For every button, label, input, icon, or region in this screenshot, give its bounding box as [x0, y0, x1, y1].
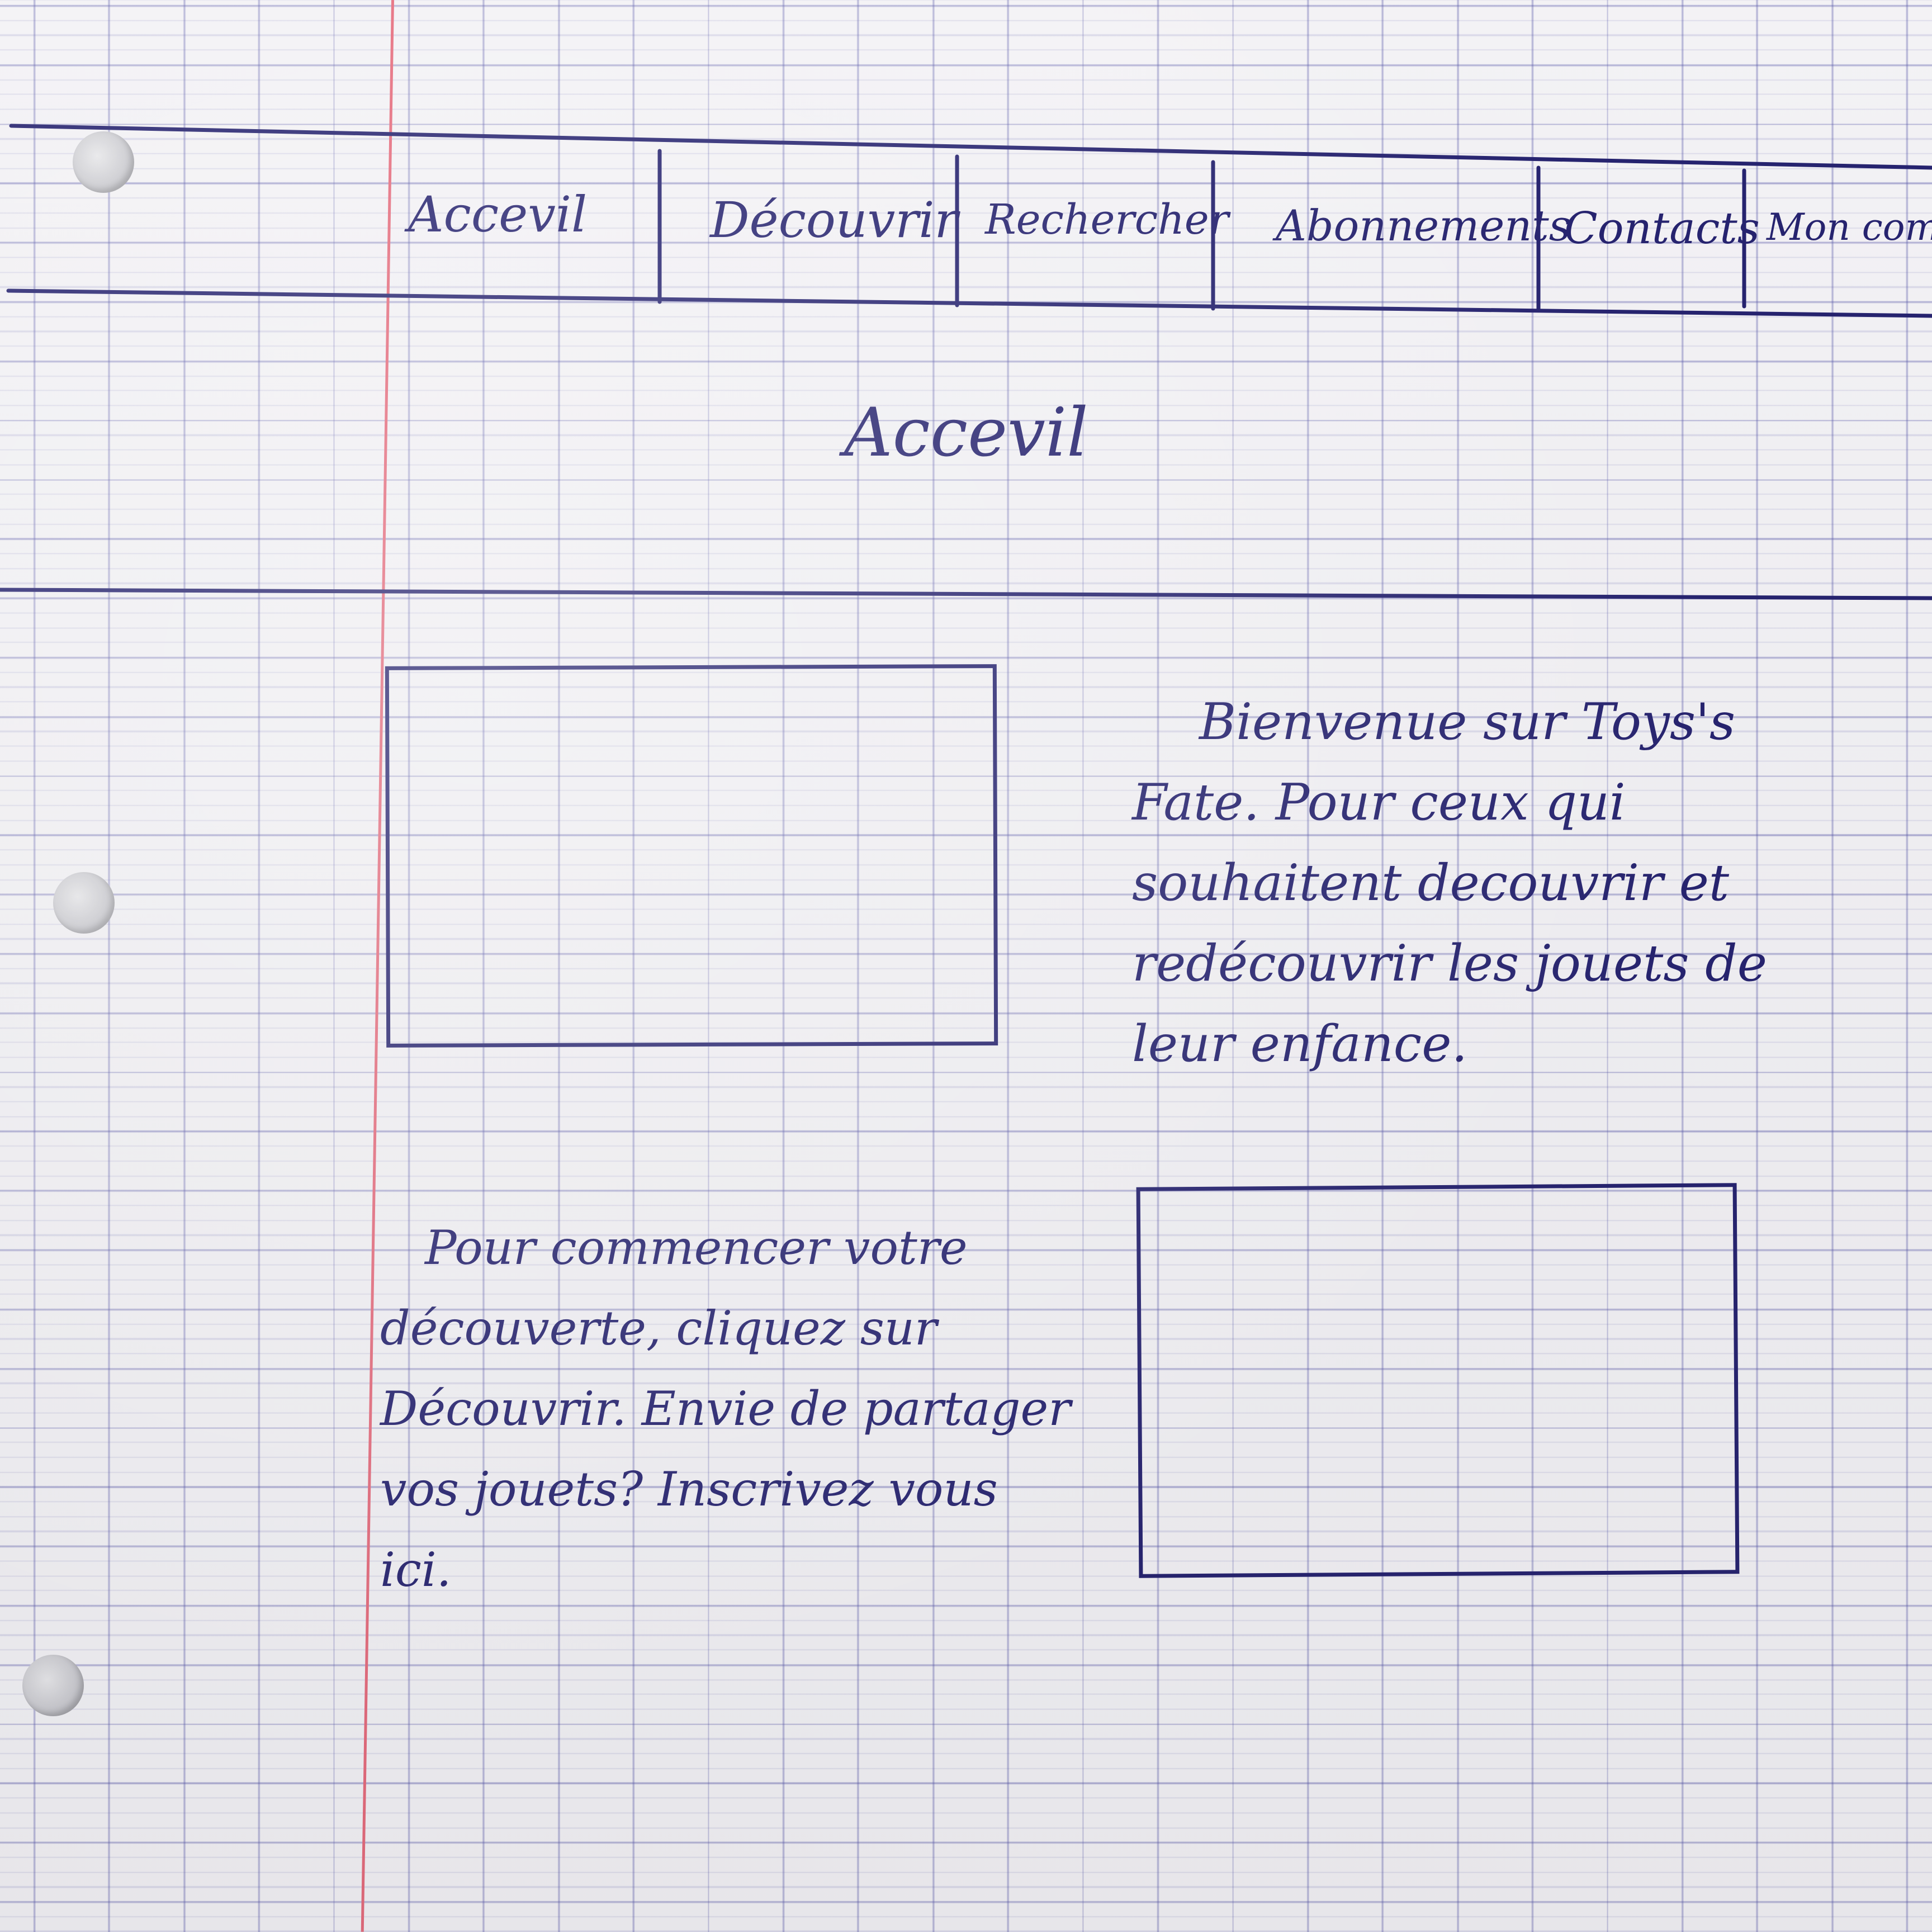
welcome-text: Bienvenue sur Toys's Fate. Pour ceux qui…	[1132, 693, 1767, 1073]
nav-item-decouvrir[interactable]: Découvrir	[710, 191, 958, 249]
nav-item-contacts[interactable]: Contacts	[1564, 203, 1760, 254]
binder-hole	[22, 1655, 84, 1716]
binder-hole	[53, 872, 115, 934]
discover-text: Pour commencer votre découverte, cliquez…	[380, 1220, 1071, 1597]
nav-bottom-line	[6, 288, 1932, 318]
nav-item-abonnements[interactable]: Abonnements	[1276, 201, 1571, 250]
header-separator	[0, 588, 1932, 600]
nav-item-accueil[interactable]: Accevil	[408, 186, 588, 243]
nav-item-mon-compte[interactable]: Mon compte	[1767, 206, 1932, 249]
binder-hole	[73, 131, 134, 193]
image-placeholder	[1136, 1183, 1740, 1578]
nav-top-line	[9, 124, 1932, 170]
nav-item-rechercher[interactable]: Rechercher	[985, 196, 1229, 244]
image-placeholder	[385, 664, 998, 1048]
page-title: Accevil	[844, 394, 1088, 472]
